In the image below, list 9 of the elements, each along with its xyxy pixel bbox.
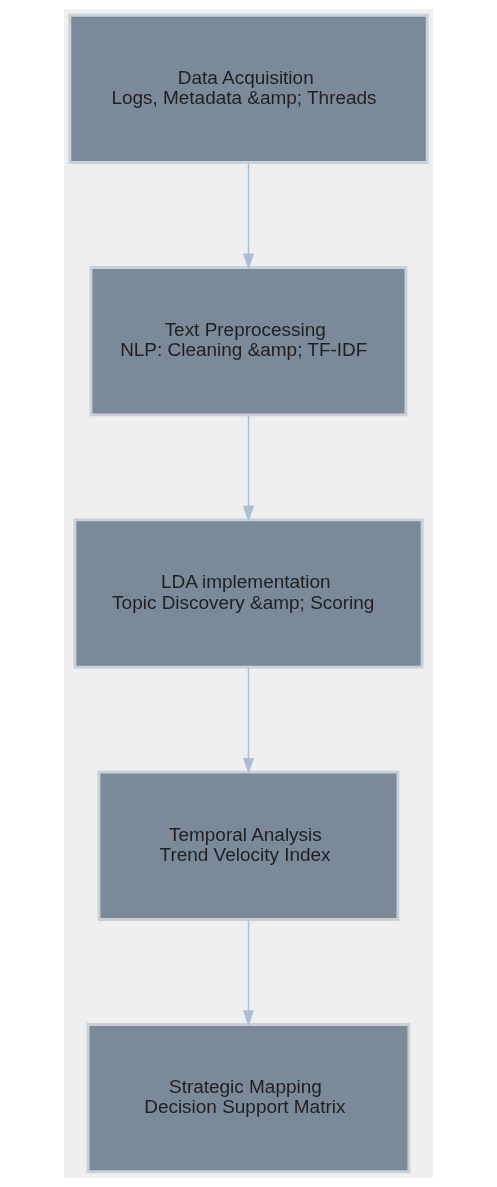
arrow: [242, 667, 255, 775]
arrow: [242, 414, 255, 522]
node-box: LDA implementation Topic Discovery &amp; Scoring: [73, 518, 424, 669]
node-box: Text Preprocessing NLP: Cleaning &amp; TF-IDF: [89, 266, 408, 417]
arrow: [242, 162, 255, 270]
arrow: [242, 919, 255, 1027]
node-box: Data Acquisition Logs, Metadata &amp; Threads: [68, 13, 429, 164]
node-box: Strategic Mapping Decision Support Matrix: [86, 1023, 411, 1174]
node-box: Temporal Analysis Trend Velocity Index: [97, 770, 400, 921]
